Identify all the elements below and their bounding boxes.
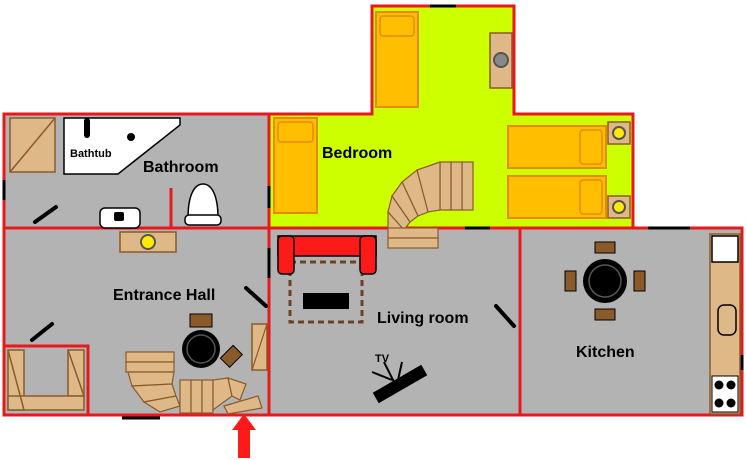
tv-label: TV xyxy=(375,353,390,365)
bathtub-tap-icon xyxy=(84,118,90,138)
bathtub xyxy=(63,117,181,175)
spiral-staircase xyxy=(387,161,474,249)
chair xyxy=(564,270,577,292)
lamp-icon xyxy=(612,200,626,214)
storage-shelves xyxy=(7,349,85,411)
chair xyxy=(594,308,616,321)
entrance-hall-label: Entrance Hall xyxy=(113,287,215,304)
bedroom: Bedroom xyxy=(273,11,631,249)
spiral-staircase xyxy=(125,351,263,415)
sofa xyxy=(277,235,377,275)
dining-table-top xyxy=(588,264,622,298)
washbasin-tap-icon xyxy=(114,212,124,221)
bathroom-label: Bathroom xyxy=(143,159,219,176)
living-room-label: Living room xyxy=(377,310,469,327)
windows xyxy=(2,4,744,420)
bed xyxy=(507,175,607,219)
coffee-table-rug xyxy=(288,260,364,324)
door xyxy=(244,286,268,308)
toilet-icon xyxy=(184,183,222,226)
kitchen: Kitchen xyxy=(564,233,741,415)
cabinet-diagonal xyxy=(9,117,56,173)
kitchen-label: Kitchen xyxy=(576,344,635,361)
chair xyxy=(633,270,646,292)
lamp-icon xyxy=(612,126,626,140)
chair xyxy=(219,344,244,369)
burner-icon xyxy=(714,380,724,390)
bathtub-drain-icon xyxy=(127,133,135,141)
bathroom: Bathtub Bathroom xyxy=(9,117,222,229)
fridge xyxy=(711,235,739,263)
bedroom-label: Bedroom xyxy=(322,145,392,162)
tv-icon xyxy=(371,361,428,404)
entry-arrow-icon xyxy=(232,414,256,458)
door xyxy=(30,322,54,342)
bed xyxy=(273,117,318,214)
door xyxy=(33,205,58,224)
bed xyxy=(507,125,607,169)
door xyxy=(494,304,516,328)
entrance-hall: Entrance Hall xyxy=(7,231,268,415)
kitchen-floor xyxy=(518,226,744,417)
living-room: TV Living room xyxy=(277,235,469,404)
burner-icon xyxy=(726,398,736,408)
bed xyxy=(375,11,419,108)
lamp-icon xyxy=(140,234,156,250)
kitchen-counter xyxy=(709,233,741,415)
doors xyxy=(30,205,516,342)
stove xyxy=(711,375,739,413)
chair xyxy=(594,241,616,254)
lamp-icon xyxy=(493,52,509,68)
round-table-top xyxy=(186,334,216,364)
chair xyxy=(189,313,213,328)
cabinet-diagonal xyxy=(251,323,268,371)
coffee-table xyxy=(303,293,349,309)
burner-icon xyxy=(726,380,736,390)
sink xyxy=(717,304,737,336)
burner-icon xyxy=(714,398,724,408)
bathtub-label: Bathtub xyxy=(70,148,112,160)
